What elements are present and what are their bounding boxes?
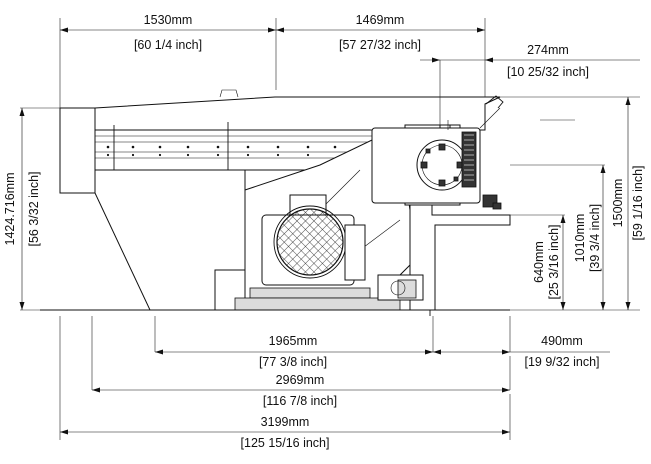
dim-left-height-inch: [56 3/32 inch]: [27, 171, 41, 246]
dim-right-640-mm: 640mm: [532, 241, 546, 283]
motor-fan-icon: [234, 194, 401, 311]
dimension-lines: [19, 27, 640, 435]
dim-top-mid-mm: 1469mm: [356, 13, 405, 27]
dim-bottom-3199-inch: [125 15/16 inch]: [241, 436, 330, 450]
dim-bottom-2969-inch: [116 7/8 inch]: [263, 394, 337, 408]
machine-outline: [59, 89, 504, 311]
gear-reducer-icon: [371, 120, 498, 208]
dimension-labels: 1530mm [60 1/4 inch] 1469mm [57 27/32 in…: [3, 13, 645, 450]
dim-bottom-490-mm: 490mm: [541, 334, 583, 348]
dim-top-left-mm: 1530mm: [144, 13, 193, 27]
dim-bottom-2969-mm: 2969mm: [276, 373, 325, 387]
dim-right-1010-mm: 1010mm: [573, 214, 587, 263]
right-housing: [377, 202, 511, 311]
dim-top-left-inch: [60 1/4 inch]: [134, 38, 202, 52]
dim-right-1500-mm: 1500mm: [611, 179, 625, 228]
dim-bottom-1965-inch: [77 3/8 inch]: [259, 355, 327, 369]
dim-right-1500-inch: [59 1/16 inch]: [631, 165, 645, 240]
dim-bottom-1965-mm: 1965mm: [269, 334, 318, 348]
dim-top-mid-inch: [57 27/32 inch]: [339, 38, 421, 52]
dim-top-right-inch: [10 25/32 inch]: [507, 65, 589, 79]
dim-right-640-inch: [25 3/16 inch]: [547, 224, 561, 299]
dim-right-1010-inch: [39 3/4 inch]: [588, 204, 602, 272]
dim-left-height-mm: 1424.716mm: [3, 173, 17, 246]
dim-bottom-3199-mm: 3199mm: [261, 415, 310, 429]
dim-bottom-490-inch: [19 9/32 inch]: [524, 355, 599, 369]
dim-top-right-mm: 274mm: [527, 43, 569, 57]
